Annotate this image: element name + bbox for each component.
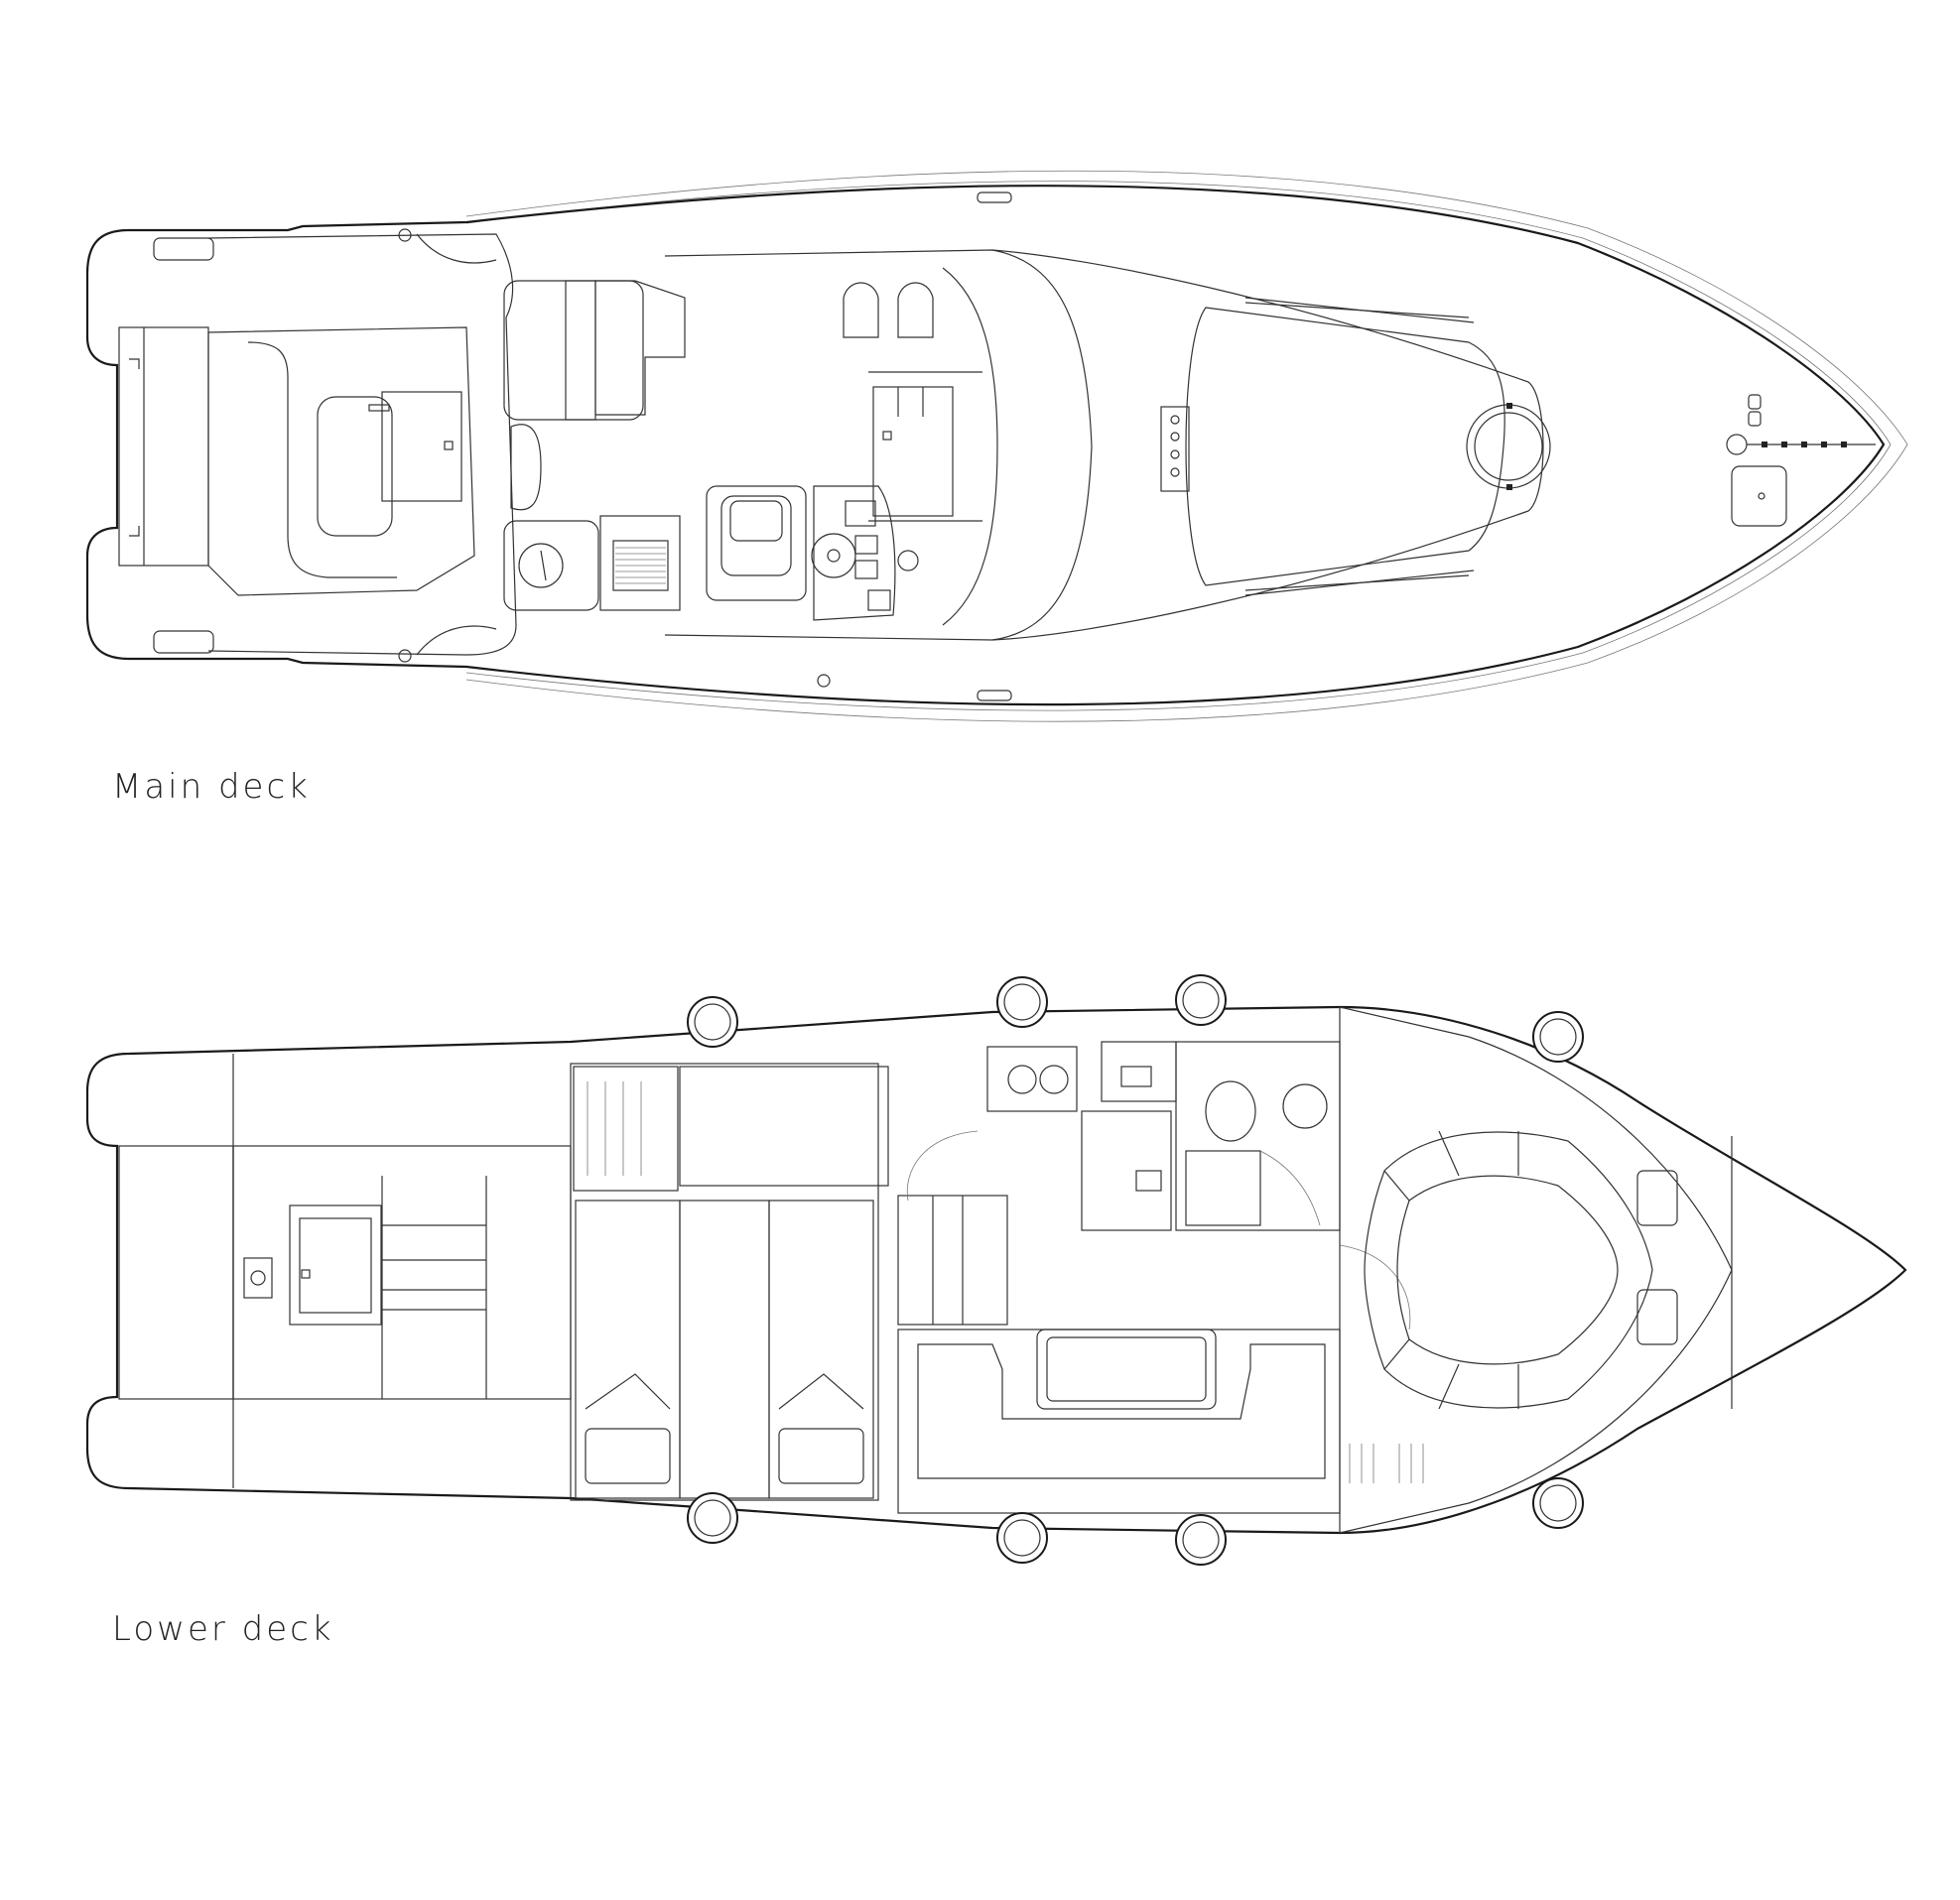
galley-cooktop (986, 1046, 1078, 1112)
toilet-icon (1205, 1080, 1256, 1142)
dinette-seating (917, 1343, 1326, 1479)
handrail-port (1244, 297, 1475, 323)
cockpit-wetbar (503, 520, 599, 611)
cockpit-seat-aft (503, 280, 644, 421)
helm-console (813, 485, 896, 621)
aft-cabin-wardrobe (573, 1066, 679, 1192)
anchor-locker (1731, 465, 1787, 527)
swim-platform (118, 326, 209, 567)
porthole-icon (996, 976, 1048, 1028)
foredeck-sunpad (1185, 307, 1505, 586)
porthole-icon (1532, 1011, 1584, 1063)
lower-deck-hull-outline (85, 1005, 1907, 1535)
porthole-icon (687, 1492, 738, 1544)
aft-sunpad (207, 326, 475, 596)
engine-room (232, 1145, 572, 1400)
windlass-icon (1726, 434, 1748, 455)
companionway-stairs (872, 386, 954, 517)
porthole-icon (1175, 1514, 1227, 1566)
handrail-starboard (1244, 570, 1475, 596)
v-berth (1364, 1131, 1653, 1409)
main-deck-drawing (85, 170, 1908, 722)
main-deck-sheer-line (465, 170, 1908, 722)
aft-cleat-starboard (153, 630, 214, 654)
aft-cabin-berth-starboard (768, 1200, 874, 1499)
main-deck-label: Main deck (112, 767, 311, 807)
generator (289, 1204, 382, 1326)
foredeck-hatch (1466, 404, 1551, 489)
porthole-icon (687, 996, 738, 1048)
windshield (664, 249, 1093, 641)
dinette-table (1036, 1329, 1217, 1410)
aft-cabin-settee (679, 1066, 889, 1187)
forward-cabin-boundary (1339, 1006, 1733, 1534)
aft-cabin (570, 1063, 879, 1501)
main-deck-hull-outline (85, 185, 1886, 706)
lower-transom (118, 1145, 234, 1400)
porthole-icon (1175, 974, 1227, 1026)
aft-cleat-port (153, 237, 214, 261)
deck-control-panel (1160, 406, 1190, 492)
galley-sink (1101, 1041, 1177, 1102)
head-sink (1282, 1083, 1328, 1129)
cockpit-boundary (207, 233, 517, 656)
galley-counter (1081, 1110, 1172, 1231)
main-deck-rubrail-line (465, 181, 1892, 711)
porthole-icon (996, 1512, 1048, 1564)
head-compartment (1175, 1041, 1341, 1231)
saloon (897, 1329, 1341, 1514)
cockpit-grill (599, 515, 681, 611)
helm-seat (706, 485, 807, 601)
fuel-filter (243, 1257, 273, 1299)
lower-deck-label: Lower deck (112, 1609, 334, 1649)
foredeck-boundary (991, 249, 1544, 641)
aft-cabin-berth-port (575, 1200, 681, 1499)
porthole-icon (1532, 1477, 1584, 1529)
lower-stairs (897, 1195, 1008, 1326)
steering-wheel-icon (811, 533, 856, 578)
aft-cabin-berth-center (679, 1200, 770, 1499)
